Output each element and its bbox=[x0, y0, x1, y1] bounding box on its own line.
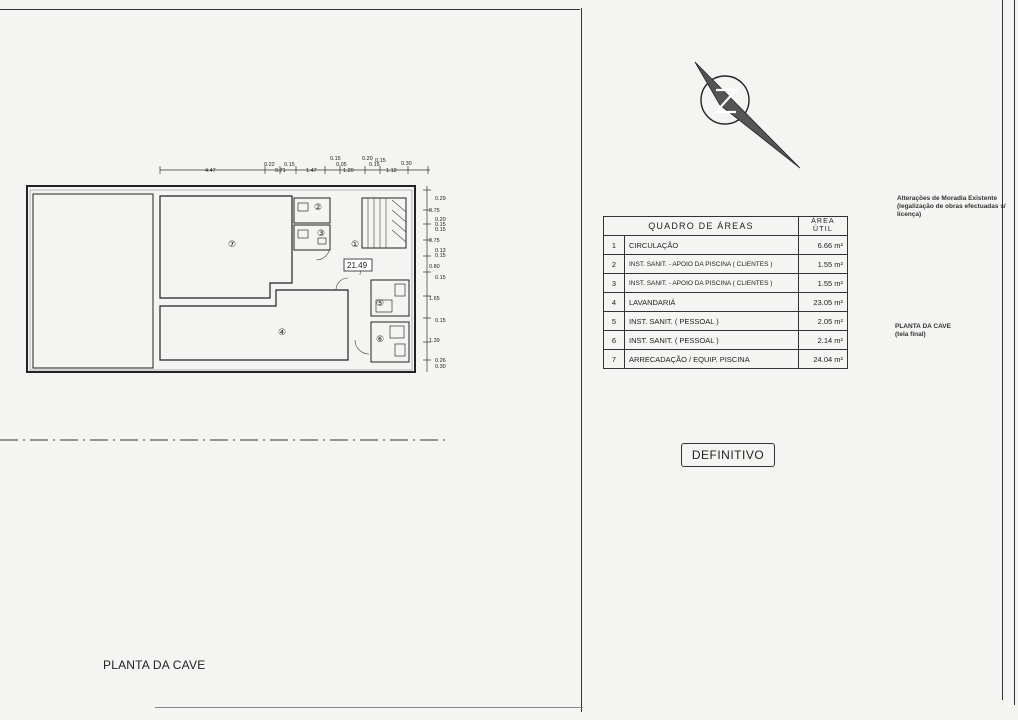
room-label-7: ⑦ bbox=[228, 240, 236, 250]
project-line-1: Alterações de Moradia Existente bbox=[897, 195, 998, 202]
row-description: ARRECADAÇÃO / EQUIP. PISCINA bbox=[624, 349, 799, 369]
walls bbox=[26, 185, 416, 373]
area-tag-box bbox=[343, 258, 373, 272]
row-area: 24.04 m² bbox=[798, 349, 848, 369]
drawing-description: PLANTA DA CAVE (tela final) bbox=[895, 323, 995, 339]
dim-right-9: 0.80 bbox=[429, 264, 440, 270]
row-number: 4 bbox=[603, 292, 625, 312]
project-line-3: licença) bbox=[897, 211, 922, 218]
project-line-2: (legalização de obras efectuadas s/ bbox=[897, 203, 1006, 210]
header-area-line-1: ÁREA bbox=[811, 218, 835, 225]
dim-right-12: 0.15 bbox=[435, 318, 446, 324]
dim-right-5: 0.15 bbox=[435, 227, 446, 233]
project-description: Alterações de Moradia Existente (legaliz… bbox=[897, 195, 1007, 219]
row-description: INST. SANIT. ( PESSOAL ) bbox=[624, 330, 799, 350]
drawing-line-1: PLANTA DA CAVE bbox=[895, 323, 951, 330]
dim-right-14: 0.26 bbox=[435, 358, 446, 364]
dim-right-11: 1.65 bbox=[429, 296, 440, 302]
room-label-4: ④ bbox=[278, 328, 286, 338]
row-description: LAVANDARIÁ bbox=[624, 292, 799, 312]
dim-top-9: 0.20 bbox=[362, 156, 373, 162]
row-description: INST. SANIT. - APOIO DA PISCINA ( CLIENT… bbox=[624, 254, 799, 274]
dim-right-6: 0.75 bbox=[429, 238, 440, 244]
room-label-6: ⑥ bbox=[376, 335, 384, 345]
area-tag: 21.49 bbox=[347, 261, 368, 270]
table-row: 4 LAVANDARIÁ 23.05 m² bbox=[603, 292, 848, 312]
row-area: 6.66 m² bbox=[798, 235, 848, 255]
row-number: 2 bbox=[603, 254, 625, 274]
stair-steps bbox=[367, 198, 407, 248]
header-area-line-2: ÚTIL bbox=[813, 226, 833, 233]
right-edge-line-2 bbox=[1014, 0, 1015, 705]
top-border bbox=[0, 9, 580, 10]
row-number: 7 bbox=[603, 349, 625, 369]
row-area: 23.05 m² bbox=[798, 292, 848, 312]
dim-top-7: 0.05 bbox=[336, 162, 347, 168]
dim-right-2: 0.75 bbox=[429, 208, 440, 214]
table-row: 3 INST. SANIT. - APOIO DA PISCINA ( CLIE… bbox=[603, 273, 848, 293]
sheet-divider bbox=[581, 8, 582, 712]
dim-right-8: 0.15 bbox=[435, 253, 446, 259]
dim-top-12: 0.30 bbox=[401, 161, 412, 167]
room-label-3: ③ bbox=[317, 229, 325, 239]
floor-plan: 4.47 0.22 0.15 0.71 1.47 0.15 0.05 1.20 … bbox=[0, 156, 450, 441]
room-label-1: ① bbox=[351, 240, 359, 250]
header-area: ÁREA ÚTIL bbox=[798, 216, 848, 236]
north-arrow-icon bbox=[694, 61, 801, 169]
dim-right-1: 0.29 bbox=[435, 196, 446, 202]
right-edge-line bbox=[1002, 0, 1003, 700]
dim-top-13: 1.12 bbox=[386, 168, 397, 174]
definitivo-stamp: DEFINITIVO bbox=[681, 443, 775, 467]
row-area: 1.55 m² bbox=[798, 273, 848, 293]
row-number: 6 bbox=[603, 330, 625, 350]
row-description: INST. SANIT. - APOIO DA PISCINA ( CLIENT… bbox=[624, 273, 799, 293]
dim-top-5: 1.47 bbox=[306, 168, 317, 174]
dim-right-4: 0.15 bbox=[435, 222, 446, 228]
row-description: CIRCULAÇÃO bbox=[624, 235, 799, 255]
drawing-line-2: (tela final) bbox=[895, 331, 926, 338]
areas-table: QUADRO DE ÁREAS ÁREA ÚTIL 1 CIRCULAÇÃO 6… bbox=[603, 216, 848, 369]
dim-top-8: 1.20 bbox=[343, 168, 354, 174]
fixtures bbox=[297, 202, 406, 357]
room-label-5: ⑤ bbox=[376, 299, 384, 309]
dim-right-10: 0.15 bbox=[435, 275, 446, 281]
row-area: 2.14 m² bbox=[798, 330, 848, 350]
row-area: 1.55 m² bbox=[798, 254, 848, 274]
row-number: 3 bbox=[603, 273, 625, 293]
plan-title: PLANTA DA CAVE bbox=[103, 658, 206, 672]
header-description: QUADRO DE ÁREAS bbox=[603, 216, 799, 236]
dim-right-15: 0.30 bbox=[435, 364, 446, 370]
dim-top-10: 0.15 bbox=[369, 162, 380, 168]
dim-right-3: 0.20 bbox=[435, 217, 446, 223]
dim-top-4: 0.71 bbox=[275, 168, 286, 174]
top-dimension-chain bbox=[159, 166, 430, 174]
dim-top-1: 4.47 bbox=[205, 168, 216, 174]
dim-top-2: 0.22 bbox=[264, 162, 275, 168]
row-description: INST. SANIT. ( PESSOAL ) bbox=[624, 311, 799, 331]
room-label-2: ② bbox=[314, 203, 322, 213]
dim-top-3: 0.15 bbox=[284, 162, 295, 168]
row-area: 2.05 m² bbox=[798, 311, 848, 331]
dim-right-13: 1.39 bbox=[429, 338, 440, 344]
table-row: 5 INST. SANIT. ( PESSOAL ) 2.05 m² bbox=[603, 311, 848, 331]
dim-top-11: 0.15 bbox=[375, 158, 386, 164]
table-row: 2 INST. SANIT. - APOIO DA PISCINA ( CLIE… bbox=[603, 254, 848, 274]
row-number: 1 bbox=[603, 235, 625, 255]
bottom-border bbox=[155, 707, 583, 708]
table-row: 1 CIRCULAÇÃO 6.66 m² bbox=[603, 235, 848, 255]
dim-right-7: 0.13 bbox=[435, 248, 446, 254]
dim-top-6: 0.15 bbox=[330, 156, 341, 162]
right-dimension-chain bbox=[423, 186, 431, 372]
table-row: 7 ARRECADAÇÃO / EQUIP. PISCINA 24.04 m² bbox=[603, 349, 848, 369]
table-row: 6 INST. SANIT. ( PESSOAL ) 2.14 m² bbox=[603, 330, 848, 350]
row-number: 5 bbox=[603, 311, 625, 331]
table-header: QUADRO DE ÁREAS ÁREA ÚTIL bbox=[603, 216, 848, 236]
